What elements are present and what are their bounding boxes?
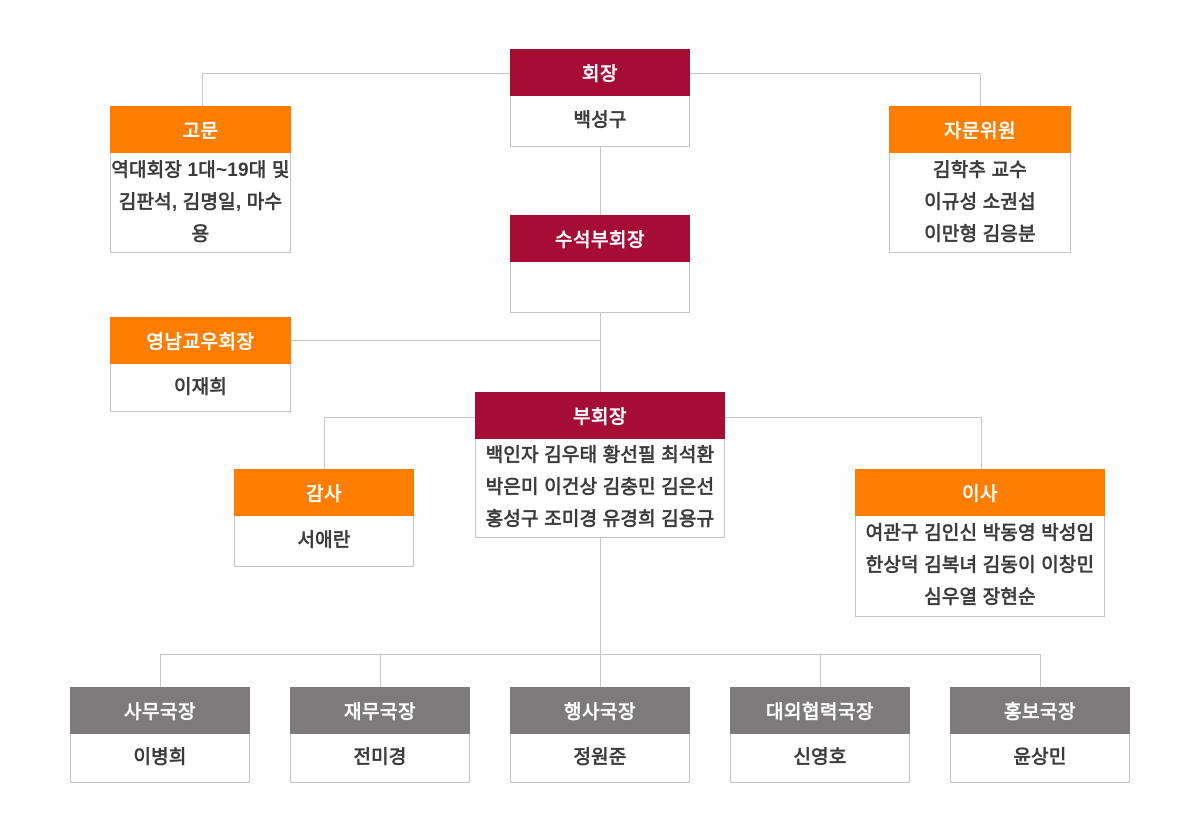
member-name: 신영호 (793, 747, 847, 768)
org-node-auditor: 감사 서애란 (234, 469, 414, 567)
org-node-senior-vice-chairman: 수석부회장 (510, 215, 690, 313)
org-node-finance-director-title: 재무국장 (290, 687, 470, 734)
org-node-auditor-title: 감사 (234, 469, 414, 516)
org-node-auditor-members: 서애란 (234, 516, 414, 567)
connector-line (725, 417, 982, 418)
member-name: 홍성구 조미경 유경희 김용규 (485, 509, 715, 530)
org-node-events-director: 행사국장 정원준 (510, 687, 690, 783)
org-node-vice-chairman-title: 부회장 (475, 392, 725, 439)
member-name: 김학추 교수 (933, 159, 1027, 181)
connector-line (1040, 654, 1041, 688)
member-name: 전미경 (353, 747, 407, 768)
org-node-secretary-general-title: 사무국장 (70, 687, 250, 734)
org-node-external-relations-director-title: 대외협력국장 (730, 687, 910, 734)
connector-line (160, 654, 161, 688)
org-node-chairman: 회장 백성구 (510, 49, 690, 147)
connector-line (600, 654, 601, 688)
member-name: 심우열 장현순 (924, 587, 1036, 608)
member-name: 서애란 (297, 530, 351, 551)
org-node-vice-chairman-members: 백인자 김우태 황선필 최석환 박은미 이건상 김충민 김은선 홍성구 조미경 … (475, 439, 725, 538)
member-name: 김판석, 김명일, 마수용 (118, 191, 283, 245)
connector-line (324, 417, 325, 470)
org-node-secretary-general: 사무국장 이병희 (70, 687, 250, 783)
org-node-advisory-committee: 자문위원 김학추 교수 이규성 소권섭 이만형 김응분 (889, 106, 1071, 253)
connector-line (324, 417, 476, 418)
org-node-chairman-members: 백성구 (510, 96, 690, 147)
member-name: 정원준 (573, 747, 627, 768)
org-node-advisor: 고문 역대회장 1대~19대 및 김판석, 김명일, 마수용 (110, 106, 291, 253)
org-node-advisor-title: 고문 (110, 106, 291, 153)
connector-line (981, 417, 982, 470)
org-node-advisor-members: 역대회장 1대~19대 및 김판석, 김명일, 마수용 (110, 153, 291, 253)
org-node-yeongnam-chapter: 영남교우회장 이재희 (110, 317, 291, 412)
org-node-senior-vice-chairman-title: 수석부회장 (510, 215, 690, 262)
org-node-pr-director-members: 윤상민 (950, 734, 1130, 783)
connector-line (820, 654, 821, 688)
org-node-pr-director-title: 홍보국장 (950, 687, 1130, 734)
org-node-events-director-title: 행사국장 (510, 687, 690, 734)
member-name: 이규성 소권섭 (924, 191, 1036, 213)
org-node-vice-chairman: 부회장 백인자 김우태 황선필 최석환 박은미 이건상 김충민 김은선 홍성구 … (475, 392, 725, 538)
org-node-finance-director-members: 전미경 (290, 734, 470, 783)
org-node-pr-director: 홍보국장 윤상민 (950, 687, 1130, 783)
member-name: 백인자 김우태 황선필 최석환 (485, 445, 715, 466)
org-node-advisory-committee-title: 자문위원 (889, 106, 1071, 153)
member-name: 역대회장 1대~19대 및 (111, 159, 290, 181)
connector-line (202, 73, 203, 107)
org-node-director-title: 이사 (855, 469, 1105, 516)
member-name: 박은미 이건상 김충민 김은선 (485, 477, 715, 498)
org-node-senior-vice-chairman-members (510, 262, 690, 313)
org-node-finance-director: 재무국장 전미경 (290, 687, 470, 783)
org-node-secretary-general-members: 이병희 (70, 734, 250, 783)
member-name: 백성구 (573, 110, 627, 131)
connector-line (600, 147, 601, 216)
org-node-yeongnam-chapter-members: 이재희 (110, 364, 291, 412)
org-node-advisory-committee-members: 김학추 교수 이규성 소권섭 이만형 김응분 (889, 153, 1071, 253)
org-node-external-relations-director-members: 신영호 (730, 734, 910, 783)
connector-line (291, 340, 601, 341)
org-node-external-relations-director: 대외협력국장 신영호 (730, 687, 910, 783)
org-node-events-director-members: 정원준 (510, 734, 690, 783)
org-node-yeongnam-chapter-title: 영남교우회장 (110, 317, 291, 364)
org-node-chairman-title: 회장 (510, 49, 690, 96)
connector-line (600, 538, 601, 655)
member-name: 이재희 (173, 376, 228, 398)
member-name: 윤상민 (1013, 747, 1067, 768)
connector-line (600, 313, 601, 393)
connector-line (380, 654, 381, 688)
org-node-director-members: 여관구 김인신 박동영 박성임 한상덕 김복녀 김동이 이창민 심우열 장현순 (855, 516, 1105, 617)
org-node-director: 이사 여관구 김인신 박동영 박성임 한상덕 김복녀 김동이 이창민 심우열 장… (855, 469, 1105, 617)
member-name: 이만형 김응분 (924, 223, 1036, 245)
member-name: 한상덕 김복녀 김동이 이창민 (865, 555, 1095, 576)
member-name: 여관구 김인신 박동영 박성임 (865, 523, 1095, 544)
member-name: 이병희 (133, 747, 187, 768)
connector-line (980, 73, 981, 107)
